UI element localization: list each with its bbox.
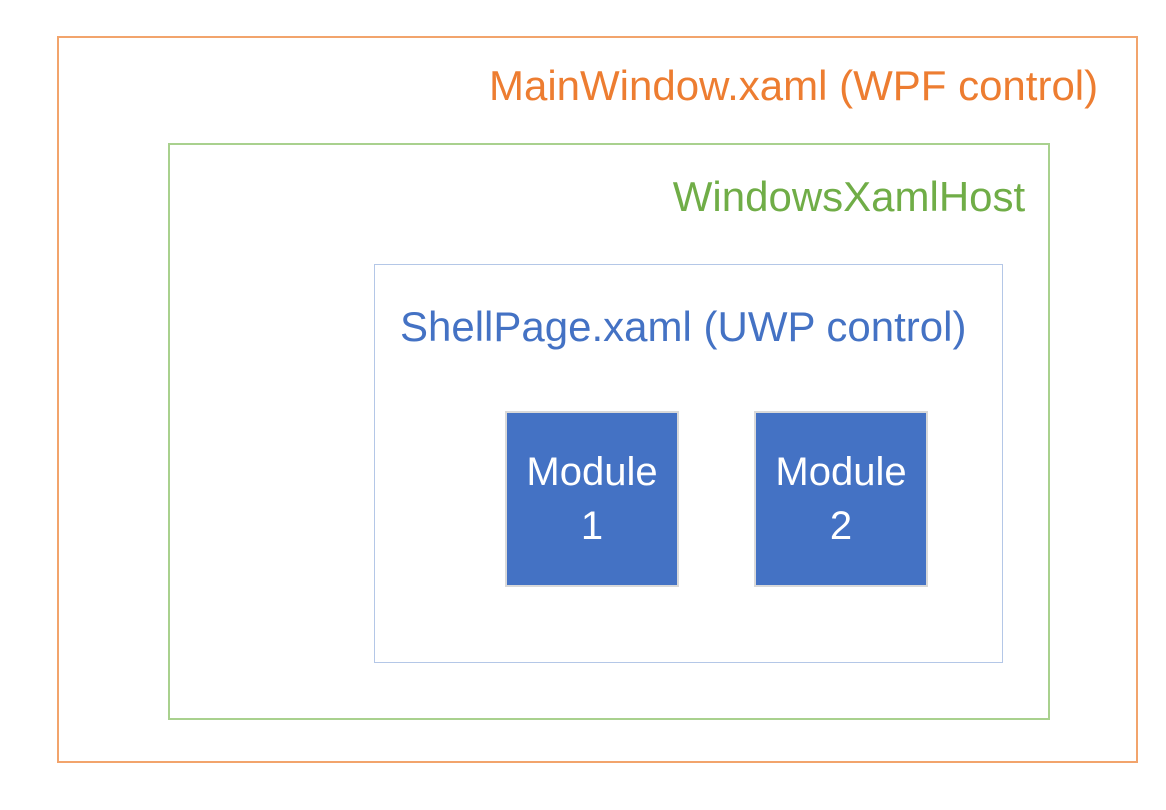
shellpage-label: ShellPage.xaml (UWP control) (400, 303, 967, 350)
module-1-label-line1: Module (526, 450, 658, 494)
mainwindow-box: MainWindow.xaml (WPF control) WindowsXam… (57, 36, 1138, 763)
module-1-label: Module 1 (526, 445, 657, 553)
module-2-box: Module 2 (754, 411, 928, 587)
shellpage-box: ShellPage.xaml (UWP control) Module 1 Mo… (374, 264, 1003, 663)
module-2-label: Module 2 (775, 445, 906, 553)
windowsxamlhost-box: WindowsXamlHost ShellPage.xaml (UWP cont… (168, 143, 1050, 720)
module-1-box: Module 1 (505, 411, 679, 587)
windowsxamlhost-label: WindowsXamlHost (672, 173, 1026, 220)
mainwindow-label: MainWindow.xaml (WPF control) (489, 62, 1099, 109)
module-2-label-line1: Module (775, 450, 907, 494)
module-2-label-line2: 2 (829, 504, 853, 548)
module-1-label-line2: 1 (580, 504, 604, 548)
